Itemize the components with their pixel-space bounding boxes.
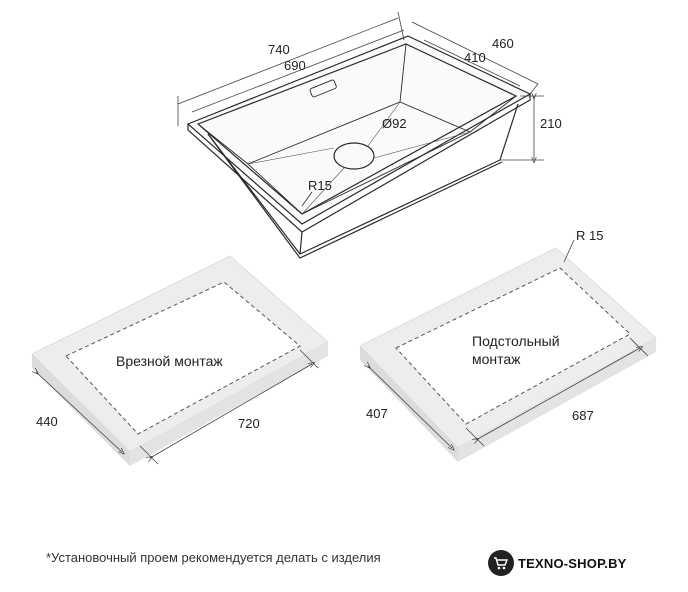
dim-drain: Ø92 — [382, 116, 407, 131]
footnote: *Установочный проем рекомендуется делать… — [46, 550, 381, 565]
cart-icon — [488, 550, 514, 576]
sink-bowl-wall — [207, 103, 519, 255]
dim-radius: R15 — [308, 178, 332, 193]
logo-text: TEXNO-SHOP.BY — [518, 555, 627, 571]
cutout-under-dim-width: 407 — [366, 406, 388, 421]
cutout-top-dim-width: 440 — [36, 414, 58, 429]
cutout-under-dim-radius: R 15 — [576, 228, 603, 243]
dim-bowl-length: 690 — [284, 58, 306, 73]
cutout-top-label: Врезной монтаж — [116, 353, 223, 369]
store-logo: TEXNO-SHOP.BY — [488, 548, 627, 578]
cutout-top-dimensions — [36, 349, 319, 465]
cutout-under-label-line2: монтаж — [472, 351, 521, 367]
drain-hole — [333, 142, 375, 170]
dim-overall-width: 460 — [492, 36, 514, 51]
cutout-top-dim-length: 720 — [238, 416, 260, 431]
sink-drawing — [186, 35, 532, 259]
dim-depth: 210 — [540, 116, 562, 131]
overflow-slot — [309, 79, 337, 98]
sink-dimensions — [177, 11, 544, 160]
dim-bowl-width: 410 — [464, 50, 486, 65]
cutout-under-dimensions — [368, 239, 649, 448]
dim-overall-length: 740 — [268, 42, 290, 57]
cutout-under-dim-length: 687 — [572, 408, 594, 423]
cutout-under-label-line1: Подстольный — [472, 333, 560, 349]
